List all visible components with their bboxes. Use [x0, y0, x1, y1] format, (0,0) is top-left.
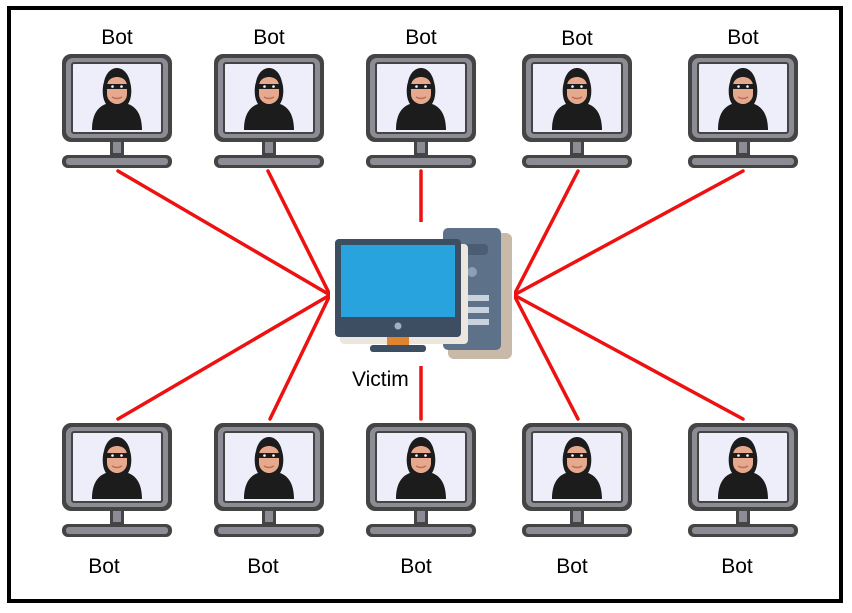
bot-label: Bot — [405, 26, 437, 49]
hacker-computer-icon — [521, 53, 633, 169]
top-bot-4: Bot — [521, 27, 633, 169]
hacker-computer-icon — [213, 422, 325, 538]
hacker-computer-icon — [61, 422, 173, 538]
hacker-computer-icon — [521, 422, 633, 538]
bot-label: Bot — [253, 26, 285, 49]
bot-label: Bot — [88, 555, 120, 578]
bot-label: Bot — [727, 26, 759, 49]
hacker-computer-icon — [213, 53, 325, 169]
top-bot-2: Bot — [213, 26, 325, 169]
victim-computer — [330, 222, 514, 366]
top-bot-1: Bot — [61, 26, 173, 169]
bot-label: Bot — [101, 26, 133, 49]
bottom-bot-1: Bot — [61, 422, 173, 578]
bot-label: Bot — [247, 555, 279, 578]
hacker-computer-icon — [365, 422, 477, 538]
link-bottom-1 — [116, 293, 332, 421]
connection-links — [116, 169, 745, 421]
bot-label: Bot — [721, 555, 753, 578]
link-bottom-2 — [268, 293, 332, 421]
link-top-4 — [512, 169, 580, 297]
top-bot-5: Bot — [687, 26, 799, 169]
diagram-border — [7, 6, 843, 603]
bottom-bot-2: Bot — [213, 422, 325, 578]
hacker-computer-icon — [61, 53, 173, 169]
link-top-2 — [266, 169, 332, 297]
link-top-1 — [116, 169, 332, 297]
bot-label: Bot — [556, 555, 588, 578]
victim-label: Victim — [352, 368, 409, 391]
desktop-computer-icon — [335, 228, 512, 359]
bot-label: Bot — [561, 27, 593, 50]
link-bottom-5 — [512, 293, 745, 421]
hacker-computer-icon — [365, 53, 477, 169]
link-top-5 — [512, 169, 745, 297]
hacker-computer-icon — [687, 53, 799, 169]
bottom-bot-4: Bot — [521, 422, 633, 578]
link-bottom-4 — [512, 293, 580, 421]
bot-label: Bot — [400, 555, 432, 578]
bottom-bot-3: Bot — [365, 422, 477, 578]
hacker-computer-icon — [687, 422, 799, 538]
bottom-bot-5: Bot — [687, 422, 799, 578]
top-bot-3: Bot — [365, 26, 477, 169]
